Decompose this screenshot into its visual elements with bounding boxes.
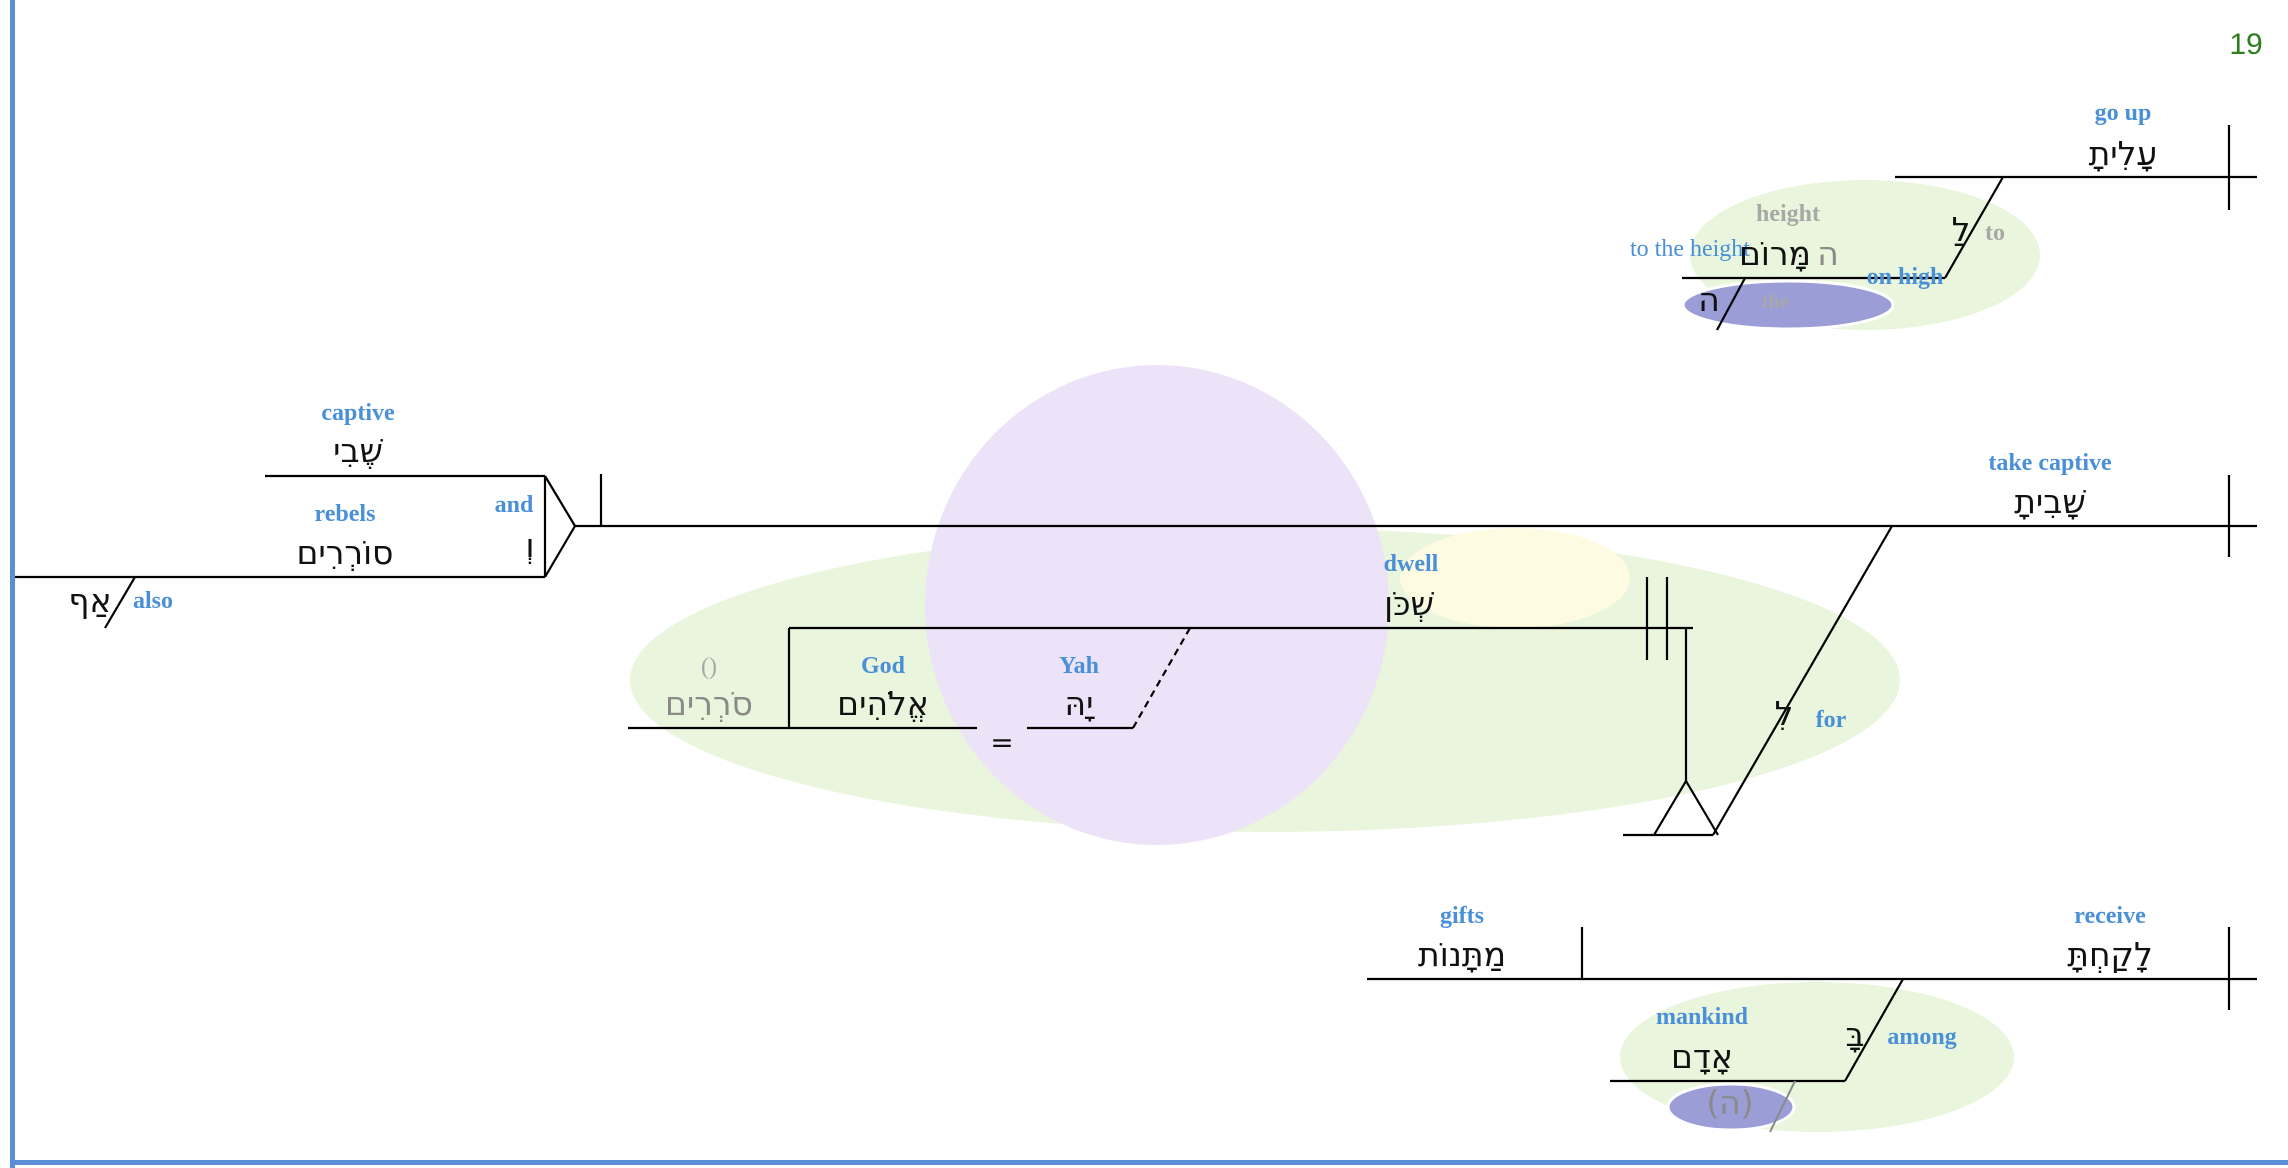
article-bottom-slant [1769,1080,1796,1133]
for-slant [1712,525,1893,836]
gloss-also: also [133,588,173,614]
gloss-to: to [1985,220,2005,246]
pedestal-right [1685,780,1719,836]
hebrew-take-captive: שָׁבִיתָ [2014,482,2086,521]
hebrew-god: אֱלֹהִים [837,684,929,723]
equals-sign: = [990,726,1013,759]
diagram-lines [15,125,2257,1133]
gloss-among: among [1887,1024,1956,1050]
hebrew-go-up: עָלִיתָ [2089,134,2158,173]
gloss-dwell: dwell [1384,551,1439,577]
gloss-for: for [1816,707,1847,733]
compound-lower-diagonal [544,525,576,578]
hebrew-article-top: ה [1698,280,1720,319]
gloss-captive: captive [321,400,395,426]
gloss-gifts: gifts [1440,903,1484,929]
gloss-article-top: the [1762,291,1789,313]
hebrew-mankind: אָדָם [1671,1037,1733,1076]
gloss-rebels: rebels [315,501,376,527]
compound-upper-diagonal [544,475,576,527]
gloss-on-high: on high [1867,264,1944,290]
left-frame-border [10,0,15,1168]
gloss-go-up: go up [2095,100,2152,126]
hebrew-receive: לָקַחְתָּ [2067,935,2152,974]
hebrew-height: מָּרוֹם [1739,234,1811,273]
hebrew-also: אַף [68,581,111,620]
gloss-and: and [495,492,534,518]
gloss-take-captive: take captive [1988,450,2112,476]
blue-highlight-article-bottom [1666,1082,1796,1132]
hebrew-to: לַ [1952,210,1971,249]
gloss-receive: receive [2074,903,2146,929]
hebrew-among: בָּ [1845,1015,1864,1054]
hebrew-implied: סֹרְרִים [665,684,753,723]
gloss-implied: () [701,654,717,680]
to-slant [1944,176,2004,279]
hebrew-and: וְ [526,526,535,565]
gloss-height: height [1756,201,1820,227]
highlights [630,180,2040,1132]
gloss-to-the-height: to the height [1630,236,1750,262]
page-number: 19 [2229,28,2262,61]
hebrew-dwell: שְׁכֹּן [1384,584,1434,623]
hebrew-for: לִ [1775,694,1794,733]
article-top-slant [1716,277,1746,331]
pedestal-left [1653,780,1687,836]
gloss-god: God [861,653,906,679]
bottom-frame-border [10,1160,2288,1165]
also-slant [104,576,136,629]
blue-highlight-article-top [1681,279,1895,331]
hebrew-captive: שֶׁבִי [333,431,383,470]
yellow-highlight-dwell [1400,528,1630,628]
hebrew-height-grey-prefix: ה [1817,234,1839,273]
hebrew-article-bottom: (ה) [1706,1083,1753,1122]
gloss-mankind: mankind [1656,1004,1749,1030]
gloss-yah: Yah [1059,653,1099,679]
among-slant [1844,978,1904,1082]
purple-highlight-god-yah [925,365,1389,845]
hebrew-rebels: סוֹרְרִים [297,533,394,572]
hebrew-gifts: מַתָּנוֹת [1418,935,1506,974]
hebrew-yah: יָהּ [1065,684,1096,723]
